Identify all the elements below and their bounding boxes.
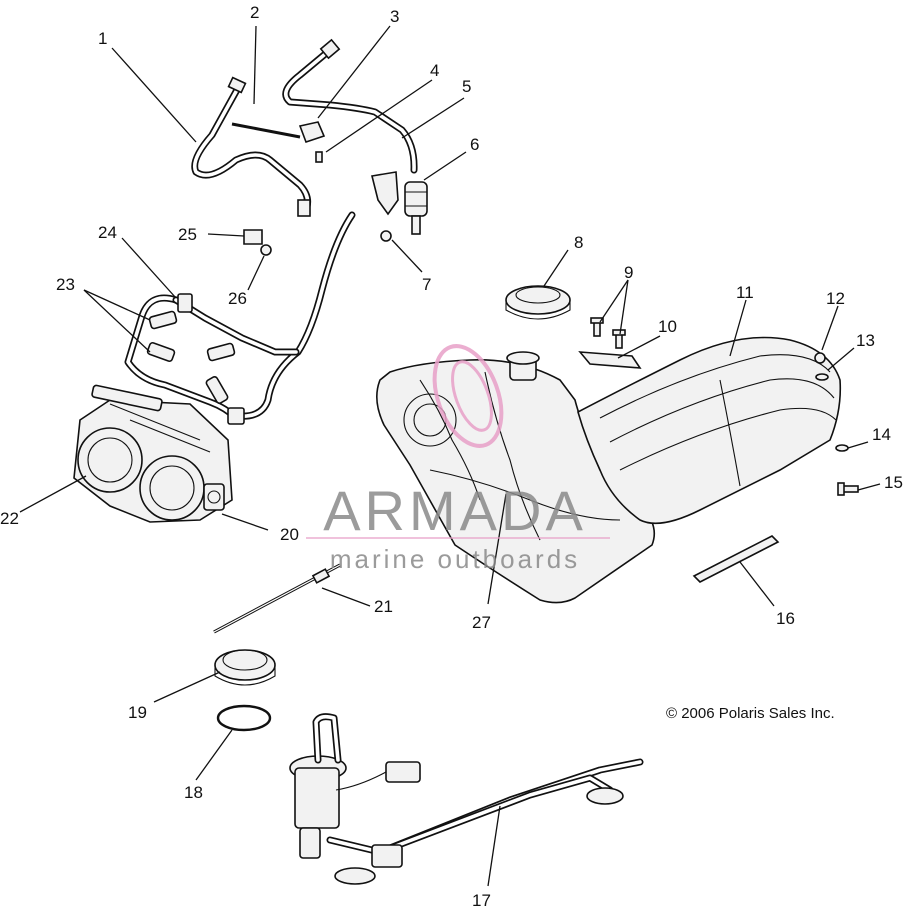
part-7-filter-bracket [371, 171, 399, 242]
fuel-supply-hose [234, 211, 356, 420]
callout-8: 8 [574, 233, 583, 252]
callout-25: 25 [178, 225, 197, 244]
callout-22: 22 [0, 509, 19, 528]
part-23-fuel-injectors [146, 293, 245, 425]
callout-21: 21 [374, 597, 393, 616]
part-6-fuel-filter [404, 181, 428, 235]
part-13-washer [815, 373, 829, 381]
callout-18: 18 [184, 783, 203, 802]
watermark-logo [432, 344, 504, 448]
part-11-seat [577, 336, 842, 525]
part-20-throttle-sensor [203, 483, 225, 511]
callout-10: 10 [658, 317, 677, 336]
part-25-hose-clamp [243, 229, 263, 245]
callout-27: 27 [472, 613, 491, 632]
part-17-fuel-pump-assembly [289, 713, 644, 885]
armada-watermark: ARMADA marine outboards [306, 344, 610, 574]
callout-5: 5 [462, 77, 471, 96]
callout-4: 4 [430, 61, 439, 80]
callout-19: 19 [128, 703, 147, 722]
callout-20: 20 [280, 525, 299, 544]
callout-14: 14 [872, 425, 891, 444]
part-4-clip [298, 121, 326, 163]
part-24-fuel-rail [124, 294, 300, 422]
callout-17: 17 [472, 891, 491, 910]
part-8-fuel-cap [505, 285, 571, 320]
callout-1: 1 [98, 29, 107, 48]
part-2-tie-strap [231, 122, 301, 139]
watermark-tagline: marine outboards [330, 544, 580, 574]
callout-13: 13 [856, 331, 875, 350]
part-15-bolt [837, 482, 859, 496]
part-3-vent-hose [282, 38, 418, 174]
part-16-strap [692, 535, 780, 583]
callout-6: 6 [470, 135, 479, 154]
callout-15: 15 [884, 473, 903, 492]
part-14-washer [835, 444, 849, 452]
callout-7: 7 [422, 275, 431, 294]
part-1-vent-hose [191, 76, 312, 217]
copyright-notice: © 2006 Polaris Sales Inc. [666, 705, 835, 722]
callout-16: 16 [776, 609, 795, 628]
part-26-screw [260, 244, 272, 256]
part-12-nut [814, 352, 826, 364]
callout-11: 11 [736, 283, 754, 302]
callout-24: 24 [98, 223, 117, 242]
part-10-bracket [578, 351, 642, 369]
part-21-sender-rod [213, 563, 341, 634]
callout-23: 23 [56, 275, 75, 294]
callout-9: 9 [624, 263, 633, 282]
part-19-lock-ring [214, 649, 276, 686]
callout-2: 2 [250, 3, 259, 22]
callout-labels: 1 2 3 4 5 6 7 8 9 10 11 12 13 14 15 16 1… [0, 3, 903, 910]
leader-lines [19, 25, 881, 887]
part-18-gasket [216, 704, 272, 732]
part-22-throttle-body [73, 384, 233, 523]
callout-26: 26 [228, 289, 247, 308]
callout-12: 12 [826, 289, 845, 308]
part-9-bolts [590, 317, 626, 349]
callout-3: 3 [390, 7, 399, 26]
watermark-brand: ARMADA [323, 479, 587, 542]
